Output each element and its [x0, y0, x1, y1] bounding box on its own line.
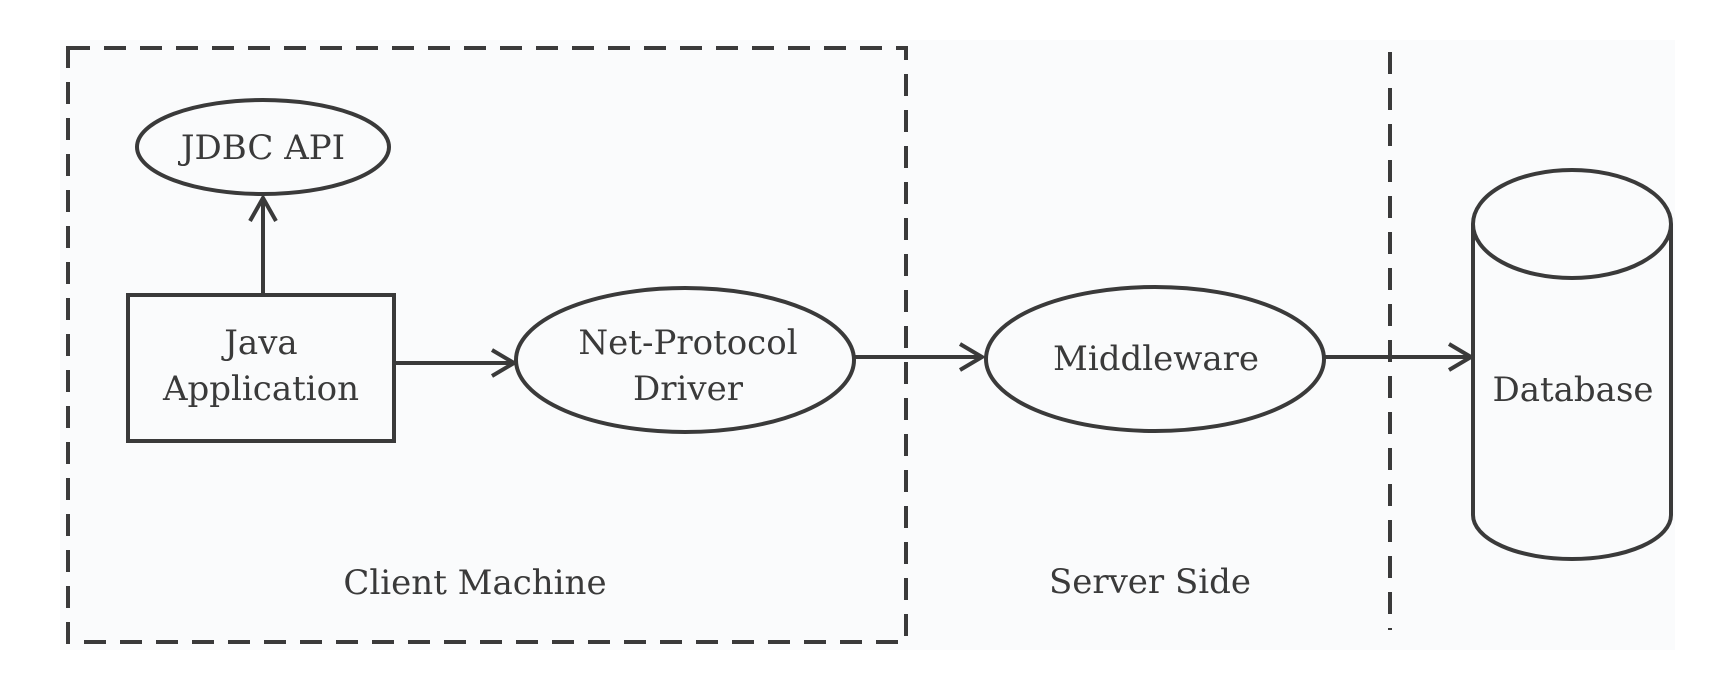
- client-machine-label: Client Machine: [343, 563, 606, 603]
- jdbc-api-label: JDBC API: [178, 128, 345, 168]
- arrow-middleware-to-database: [1324, 342, 1475, 372]
- java-application-label-line1: Java: [221, 323, 297, 363]
- middleware-label: Middleware: [1053, 339, 1259, 379]
- jdbc-api-node: JDBC API: [135, 98, 391, 196]
- client-machine-boundary: [66, 46, 908, 644]
- arrow-java-to-jdbc: [248, 193, 278, 295]
- net-protocol-driver-node: Net-Protocol Driver: [514, 286, 856, 434]
- arrow-java-to-driver: [394, 348, 518, 378]
- database-node: Database: [1471, 168, 1673, 561]
- net-protocol-driver-label-line2: Driver: [633, 369, 744, 409]
- database-label: Database: [1492, 370, 1653, 410]
- net-protocol-driver-label-line1: Net-Protocol: [578, 323, 797, 363]
- server-side-label: Server Side: [1049, 562, 1251, 602]
- arrow-driver-to-middleware: [854, 342, 986, 372]
- java-application-label-line2: Application: [162, 369, 359, 409]
- diagram-background: [60, 40, 1675, 650]
